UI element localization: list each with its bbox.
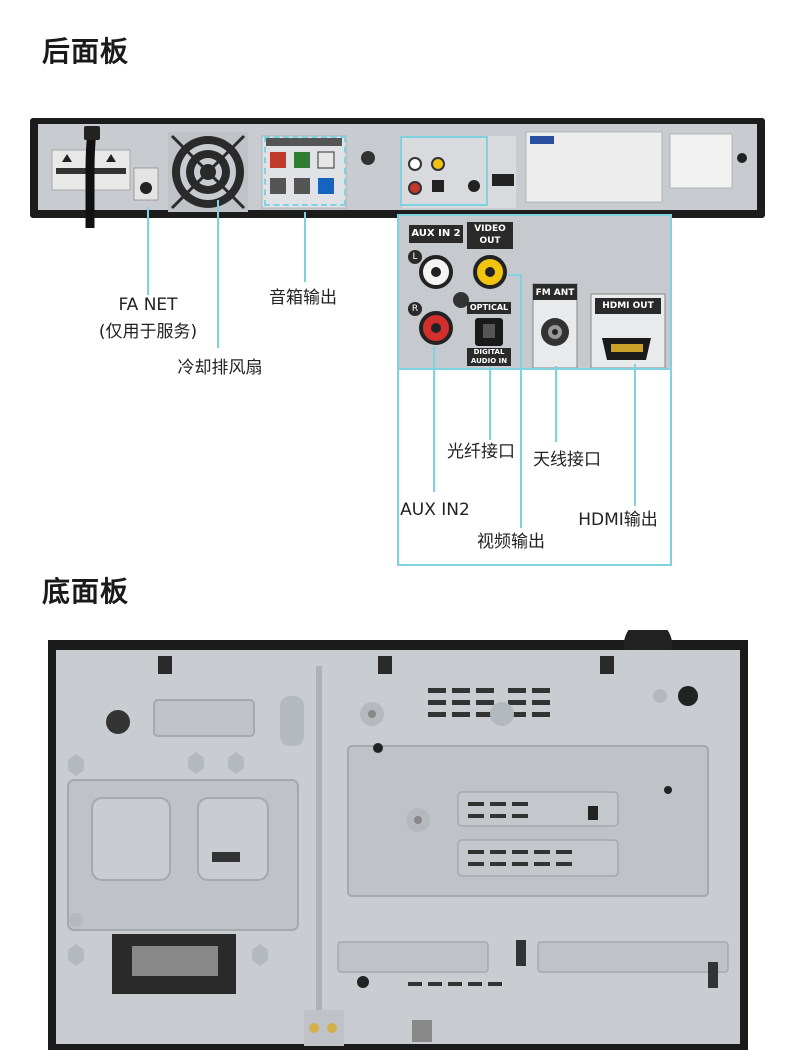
digital-audio-label-line2: AUDIO IN	[470, 357, 508, 365]
connector-zoom-art	[419, 255, 666, 368]
video-out-label-line2: OUT	[479, 236, 501, 246]
callout-speaker-out: 音箱输出	[269, 288, 337, 308]
callout-hdmi-out: HDMI输出	[578, 510, 658, 530]
guide-line-zoom-left	[397, 370, 399, 566]
callout-cooling-fan: 冷却排风扇	[177, 358, 263, 378]
rear-panel-device-image	[30, 118, 765, 228]
callout-aux-in2: AUX IN2	[400, 500, 470, 520]
connector-source-highlight	[400, 136, 488, 206]
guide-line-fan	[217, 200, 219, 348]
guide-line-speaker	[304, 212, 306, 282]
guide-line-antenna	[555, 366, 557, 442]
left-channel-marker: L	[408, 250, 422, 264]
digital-audio-label: DIGITAL AUDIO IN	[467, 348, 511, 366]
callout-optical: 光纤接口	[447, 442, 515, 462]
guide-line-aux	[433, 346, 435, 492]
aux-in2-label: AUX IN 2	[409, 225, 463, 243]
guide-line-zoom-bottom	[397, 564, 672, 566]
callout-fa-net-note: (仅用于服务)	[98, 322, 198, 342]
guide-line-optical	[489, 366, 491, 440]
video-out-label: VIDEO OUT	[467, 222, 513, 249]
guide-line-zoom-right	[670, 370, 672, 566]
guide-line-video-h	[508, 274, 522, 276]
bottom-panel-title: 底面板	[42, 575, 130, 608]
right-channel-marker: R	[408, 302, 422, 316]
video-out-label-line1: VIDEO	[474, 224, 506, 234]
speaker-out-highlight	[264, 136, 346, 206]
hdmi-out-label: HDMI OUT	[602, 301, 654, 311]
rear-panel-title: 后面板	[42, 35, 130, 68]
guide-line-video	[520, 276, 522, 528]
optical-label: OPTICAL	[469, 303, 509, 312]
digital-audio-label-line1: DIGITAL	[473, 348, 505, 356]
callout-fa-net: FA NET	[118, 295, 178, 315]
guide-line-fa-net	[147, 207, 149, 295]
callout-video-out: 视频输出	[477, 532, 545, 552]
bottom-panel-device-image	[48, 630, 748, 1050]
callout-antenna: 天线接口	[533, 450, 601, 470]
guide-line-hdmi	[634, 364, 636, 506]
fm-ant-label: FM ANT	[535, 288, 575, 298]
